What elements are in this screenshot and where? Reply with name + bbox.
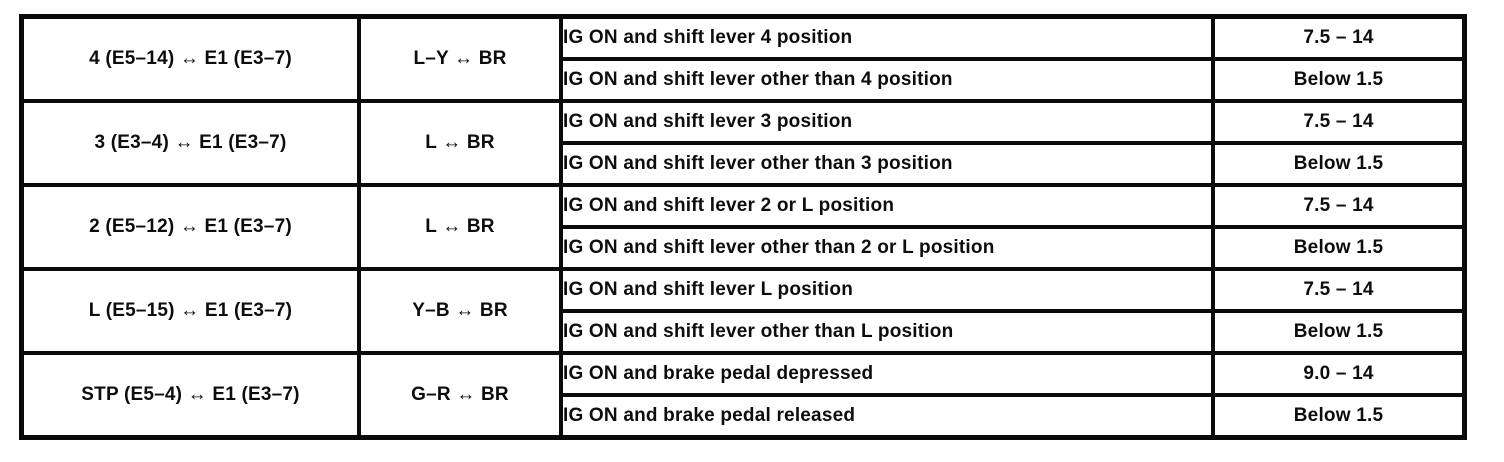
value-cell: 7.5 – 14 — [1211, 183, 1467, 229]
condition-cell: IG ON and shift lever 4 position — [559, 14, 1215, 61]
table-row: STP (E5–4) ↔ E1 (E3–7) G–R ↔ BR IG ON an… — [19, 351, 1467, 440]
value-cell: Below 1.5 — [1211, 309, 1467, 355]
wire-color-cell: L–Y ↔ BR — [357, 14, 563, 103]
condition-cell: IG ON and shift lever other than L posit… — [559, 309, 1215, 355]
wire-color-cell: G–R ↔ BR — [357, 351, 563, 440]
table-row: L (E5–15) ↔ E1 (E3–7) Y–B ↔ BR IG ON and… — [19, 267, 1467, 355]
terminal-cell: 4 (E5–14) ↔ E1 (E3–7) — [19, 14, 361, 103]
wire-color-cell: L ↔ BR — [357, 99, 563, 187]
value-cell: 7.5 – 14 — [1211, 14, 1467, 61]
condition-cell: IG ON and brake pedal released — [559, 393, 1215, 440]
table-row: IG ON and brake pedal released Below 1.5 — [22, 393, 1467, 440]
terminal-cell: 2 (E5–12) ↔ E1 (E3–7) — [19, 183, 361, 271]
value-cell: Below 1.5 — [1211, 57, 1467, 103]
value-cell: Below 1.5 — [1211, 225, 1467, 271]
table-row: IG ON and shift lever other than L posit… — [22, 309, 1467, 355]
terminal-cell: STP (E5–4) ↔ E1 (E3–7) — [19, 351, 361, 440]
terminal-measurement-table: 4 (E5–14) ↔ E1 (E3–7) L–Y ↔ BR IG ON and… — [19, 14, 1467, 440]
condition-cell: IG ON and shift lever other than 4 posit… — [559, 57, 1215, 103]
wire-color-cell: L ↔ BR — [357, 183, 563, 271]
table-row: 2 (E5–12) ↔ E1 (E3–7) L ↔ BR IG ON and s… — [19, 183, 1467, 271]
table-row: IG ON and shift lever other than 2 or L … — [22, 225, 1467, 271]
value-cell: 7.5 – 14 — [1211, 99, 1467, 145]
condition-cell: IG ON and shift lever 2 or L position — [559, 183, 1215, 229]
terminal-cell: L (E5–15) ↔ E1 (E3–7) — [19, 267, 361, 355]
value-cell: 9.0 – 14 — [1211, 351, 1467, 397]
condition-cell: IG ON and brake pedal depressed — [559, 351, 1215, 397]
value-cell: Below 1.5 — [1211, 393, 1467, 440]
wire-color-cell: Y–B ↔ BR — [357, 267, 563, 355]
condition-cell: IG ON and shift lever 3 position — [559, 99, 1215, 145]
condition-cell: IG ON and shift lever other than 3 posit… — [559, 141, 1215, 187]
terminal-cell: 3 (E3–4) ↔ E1 (E3–7) — [19, 99, 361, 187]
table-row: 3 (E3–4) ↔ E1 (E3–7) L ↔ BR IG ON and sh… — [19, 99, 1467, 187]
table-row: IG ON and shift lever other than 3 posit… — [22, 141, 1467, 187]
condition-cell: IG ON and shift lever other than 2 or L … — [559, 225, 1215, 271]
table-row: IG ON and shift lever other than 4 posit… — [22, 57, 1467, 103]
table-row: 4 (E5–14) ↔ E1 (E3–7) L–Y ↔ BR IG ON and… — [19, 14, 1467, 103]
condition-cell: IG ON and shift lever L position — [559, 267, 1215, 313]
value-cell: Below 1.5 — [1211, 141, 1467, 187]
value-cell: 7.5 – 14 — [1211, 267, 1467, 313]
